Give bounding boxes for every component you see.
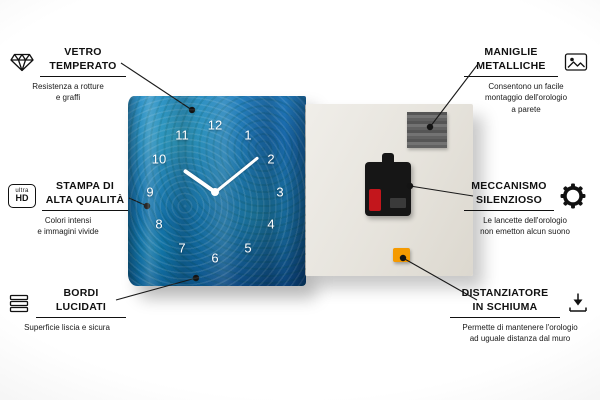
desc-line: ad uguale distanza dal muro	[469, 334, 571, 344]
callout-title: MANIGLIE METALLICHE	[464, 46, 558, 78]
callout-title: BORDI LUCIDATI	[36, 287, 126, 319]
stacked-layers-icon	[8, 292, 30, 314]
callout-bordi-lucidati: BORDI LUCIDATI Superficie liscia e sicur…	[8, 287, 126, 333]
desc-line: e graffi	[55, 93, 81, 103]
desc-line: e immagini vivide	[37, 227, 99, 237]
clock-numeral: 10	[151, 151, 167, 167]
clock-numeral: 9	[146, 184, 154, 200]
callout-meccanismo-silenzioso: MECCANISMO SILENZIOSO	[464, 180, 586, 238]
title-line: STAMPA DI	[55, 180, 115, 192]
callout-title: STAMPA DI ALTA QUALITÀ	[42, 180, 128, 212]
callout-description: Consentono un facile montaggio dell'orol…	[464, 81, 588, 115]
clock-numeral: 6	[211, 250, 219, 266]
clock-numeral: 1	[244, 127, 252, 143]
desc-line: a parete	[511, 104, 541, 114]
desc-line: Permette di mantenere l'orologio	[462, 323, 578, 333]
diamond-icon	[10, 52, 34, 72]
callout-title: VETRO TEMPERATO	[40, 46, 126, 78]
clock-numeral: 4	[267, 216, 275, 232]
clock-back-view	[305, 104, 473, 276]
clock-numeral: 2	[267, 151, 275, 167]
callout-description: Le lancette dell'orologio non emetton al…	[464, 215, 586, 237]
clock-numeral: 5	[244, 240, 252, 256]
mechanism-hook	[382, 153, 394, 162]
desc-line: Le lancette dell'orologio	[483, 216, 567, 226]
callout-description: Permette di mantenere l'orologio ad ugua…	[450, 322, 590, 344]
clock-mechanism	[365, 153, 411, 216]
title-line: METALLICHE	[476, 59, 546, 72]
desc-line: Consentono un facile	[488, 82, 564, 92]
title-line: LUCIDATI	[55, 300, 107, 313]
desc-line: Superficie liscia e sicura	[24, 323, 110, 333]
battery	[369, 189, 381, 211]
title-line: TEMPERATO	[49, 59, 117, 72]
down-arrow-spacer-icon	[566, 291, 590, 315]
title-line: MANIGLIE	[484, 46, 538, 58]
callout-maniglie-metalliche: MANIGLIE METALLICHE Consentono un facile…	[464, 46, 588, 115]
picture-frame-icon	[564, 52, 588, 72]
desc-line: non emetton alcun suono	[480, 227, 570, 237]
callout-title: DISTANZIATORE IN SCHIUMA	[450, 287, 560, 319]
ultra-hd-icon: ultra HD	[8, 183, 36, 208]
clock-numeral: 7	[178, 240, 186, 256]
title-line: SILENZIOSO	[475, 193, 543, 206]
clock-numeral: 3	[276, 184, 284, 200]
callout-distanziatore-schiuma: DISTANZIATORE IN SCHIUMA Permette di man…	[450, 287, 590, 345]
mechanism-label	[390, 198, 406, 208]
callout-title: MECCANISMO SILENZIOSO	[464, 180, 554, 212]
callout-description: Colori intensi e immagini vivide	[8, 215, 128, 237]
clock-front-view: 1 2 3 4 5 6 7 8 9 10 11 12	[128, 96, 306, 286]
desc-line: montaggio dell'orologio	[484, 93, 568, 103]
callout-stampa-alta-qualita: ultra HD STAMPA DI ALTA QUALITÀ Colori i…	[8, 180, 128, 238]
minute-hand	[214, 156, 259, 194]
clock-numeral: 8	[155, 216, 163, 232]
title-line: DISTANZIATORE	[461, 287, 549, 299]
clock-center-cap	[211, 188, 219, 196]
title-line: ALTA QUALITÀ	[45, 193, 125, 206]
metal-hanger-plate	[407, 112, 447, 148]
desc-line: Resistenza a rotture	[32, 82, 104, 92]
desc-line: Colori intensi	[44, 216, 92, 226]
ultra-hd-icon-text: ultra	[15, 188, 29, 195]
foam-spacer	[393, 248, 410, 262]
title-line: MECCANISMO	[471, 180, 547, 192]
clock-numeral: 12	[207, 117, 223, 133]
callout-description: Superficie liscia e sicura	[8, 322, 126, 333]
callout-description: Resistenza a rotture e graffi	[10, 81, 126, 103]
callout-vetro-temperato: VETRO TEMPERATO Resistenza a rotture e g…	[10, 46, 126, 104]
clock-numeral: 11	[175, 127, 189, 143]
title-line: IN SCHIUMA	[472, 300, 538, 313]
title-line: BORDI	[63, 287, 99, 299]
gear-icon	[560, 183, 586, 209]
title-line: VETRO	[64, 46, 102, 58]
ultra-hd-icon-text: HD	[15, 193, 29, 204]
